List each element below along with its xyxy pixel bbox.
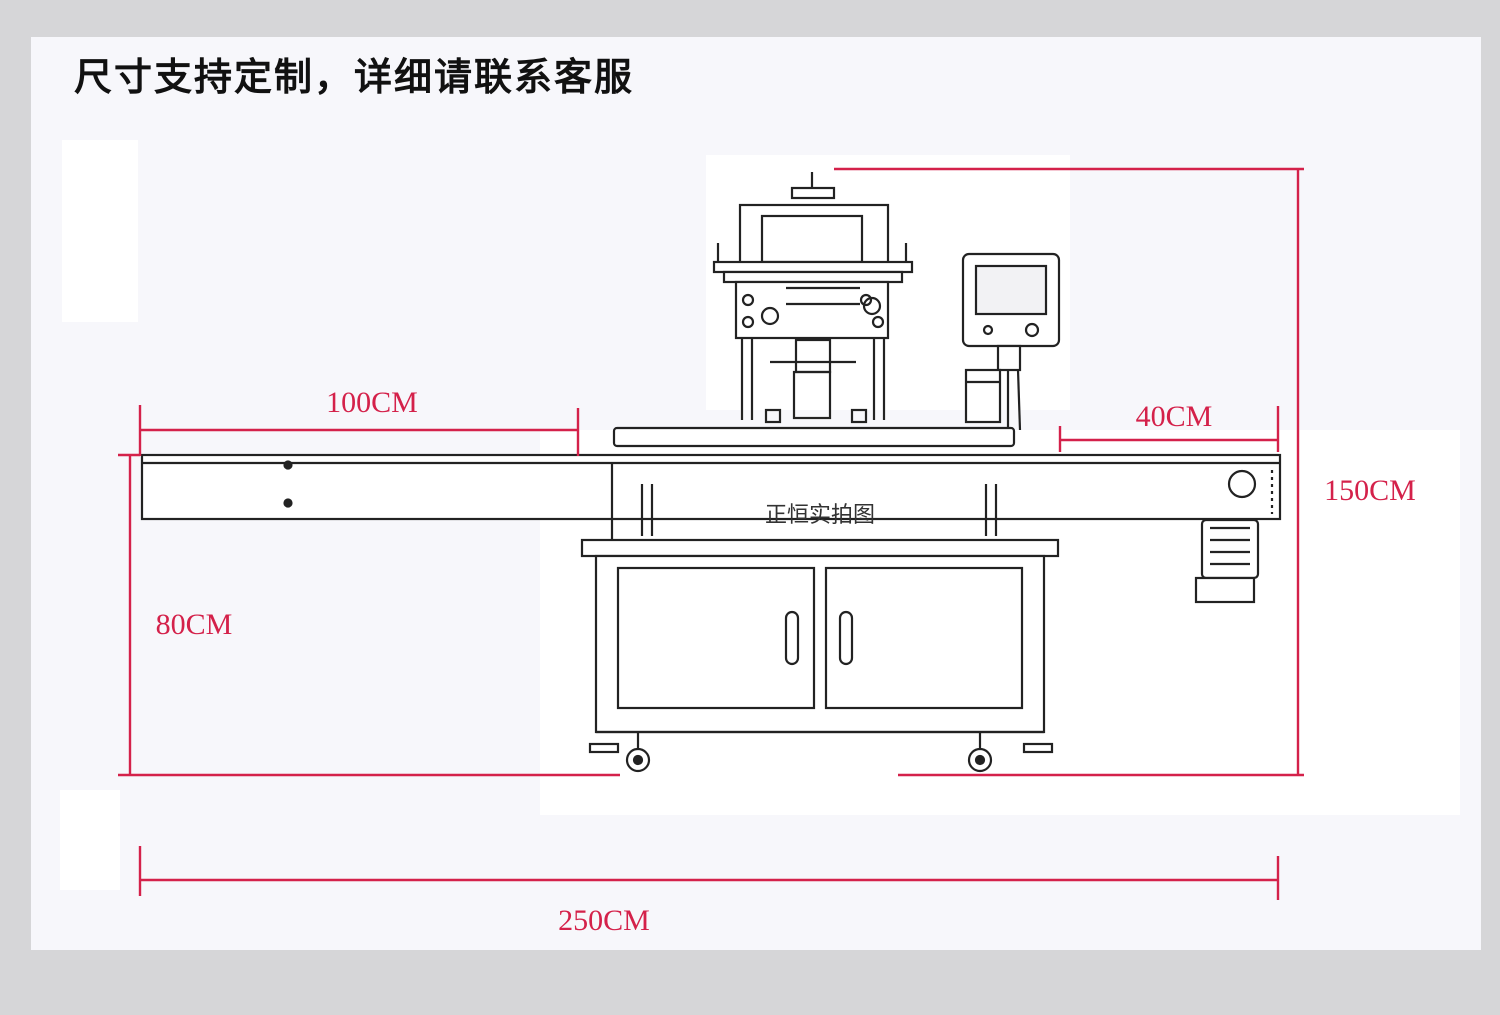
dimension-label-80cm: 80CM — [156, 608, 233, 641]
machine — [140, 172, 1282, 773]
dimension-lines — [118, 167, 1304, 900]
deck-plate — [612, 426, 1016, 448]
drive-motor — [1194, 518, 1260, 604]
cabinet — [580, 538, 1060, 734]
conveyor — [140, 453, 1282, 540]
dimension-label-250cm: 250CM — [558, 904, 650, 937]
capping-head — [712, 172, 914, 424]
watermark-text: 正恒实拍图 — [765, 503, 875, 528]
casters — [588, 732, 1054, 773]
touch-panel — [961, 252, 1061, 431]
dimension-label-150cm: 150CM — [1324, 474, 1416, 507]
page-title: 尺寸支持定制，详细请联系客服 — [74, 55, 635, 99]
dimension-label-100cm: 100CM — [326, 386, 418, 419]
dimension-label-40cm: 40CM — [1136, 400, 1213, 433]
